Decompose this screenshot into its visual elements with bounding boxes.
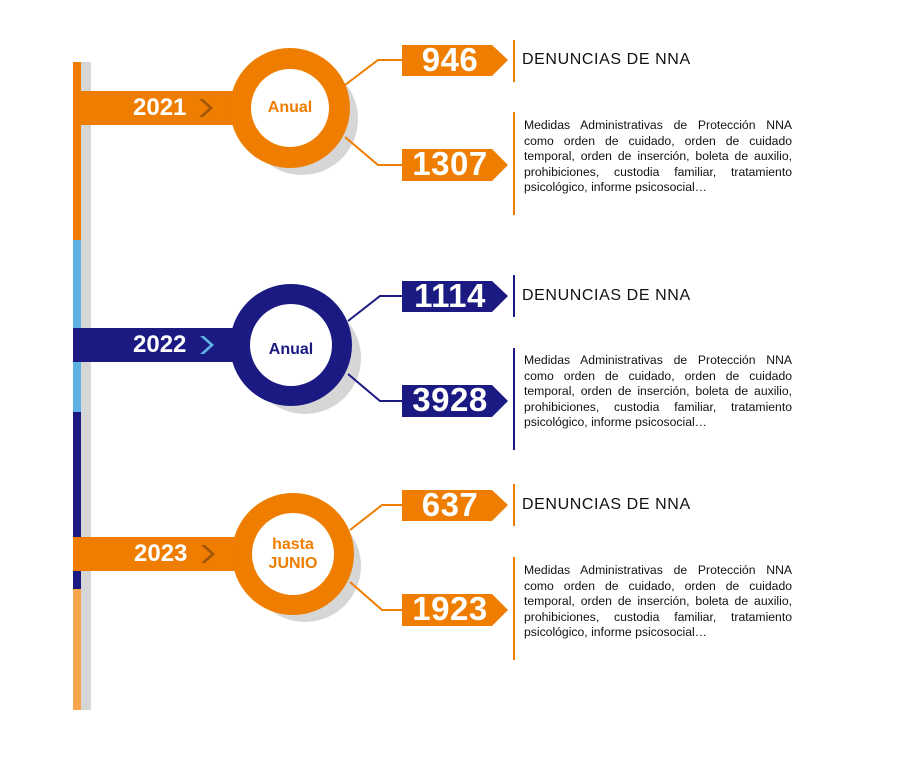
timeline-bar-shadow bbox=[81, 62, 91, 710]
chevron-right-icon bbox=[200, 336, 214, 354]
measures-value-2021: 1307 bbox=[412, 145, 488, 182]
value-tag-2022-complaints bbox=[402, 281, 508, 312]
measures-value-2023: 1923 bbox=[412, 590, 488, 627]
year-label-2023: 2023 bbox=[134, 540, 188, 567]
period-label-2023: hasta JUNIO bbox=[253, 535, 333, 573]
complaints-label-2021: DENUNCIAS DE NNA bbox=[522, 51, 691, 68]
complaints-value-2023: 637 bbox=[421, 486, 479, 523]
value-tag-2021-measures bbox=[402, 149, 508, 181]
circle-inner-2021 bbox=[251, 69, 329, 147]
connector-line-2022-top bbox=[347, 295, 402, 322]
measures-description-2023: Medidas Administrativas de Protección NN… bbox=[524, 563, 792, 640]
chevron-right-icon bbox=[201, 545, 215, 563]
timeline-bar-segment-orange-bottom bbox=[73, 589, 81, 710]
connector-line-2023-top bbox=[349, 504, 402, 531]
year-label-2021: 2021 bbox=[133, 94, 187, 121]
measures-description-2022: Medidas Administrativas de Protección NN… bbox=[524, 353, 792, 430]
complaints-value-2022: 1114 bbox=[414, 277, 486, 314]
year-label-2022: 2022 bbox=[133, 331, 187, 358]
connector-line-2021-top bbox=[344, 59, 402, 86]
complaints-label-2022: DENUNCIAS DE NNA bbox=[522, 287, 691, 304]
circle-inner-2023 bbox=[252, 513, 334, 595]
timeline-bar-segment-orange-top bbox=[73, 62, 81, 240]
timeline-bar-segment-navy bbox=[73, 412, 81, 589]
period-label-2021: Anual bbox=[250, 98, 330, 117]
connector-line-2022-bottom bbox=[347, 373, 402, 402]
period-label-line: Anual bbox=[268, 341, 314, 358]
circle-inner-2022 bbox=[250, 304, 332, 386]
value-tag-2023-measures bbox=[402, 594, 508, 626]
value-tag-2021-complaints bbox=[402, 45, 508, 76]
chevron-right-icon bbox=[199, 99, 213, 117]
connector-line-2023-bottom bbox=[349, 581, 402, 611]
period-label-line: hasta bbox=[272, 536, 314, 553]
complaints-label-2023: DENUNCIAS DE NNA bbox=[522, 496, 691, 513]
period-label-line: JUNIO bbox=[268, 555, 318, 572]
value-tag-2022-measures bbox=[402, 385, 508, 417]
measures-description-2021: Medidas Administrativas de Protección NN… bbox=[524, 118, 792, 195]
period-label-line: Anual bbox=[267, 99, 313, 116]
connector-line-2021-bottom bbox=[344, 136, 402, 166]
timeline-bar-segment-lightblue bbox=[73, 240, 81, 412]
complaints-value-2021: 946 bbox=[421, 41, 479, 78]
measures-value-2022: 3928 bbox=[412, 381, 488, 418]
value-tag-2023-complaints bbox=[402, 490, 508, 521]
period-label-2022: Anual bbox=[251, 340, 331, 359]
